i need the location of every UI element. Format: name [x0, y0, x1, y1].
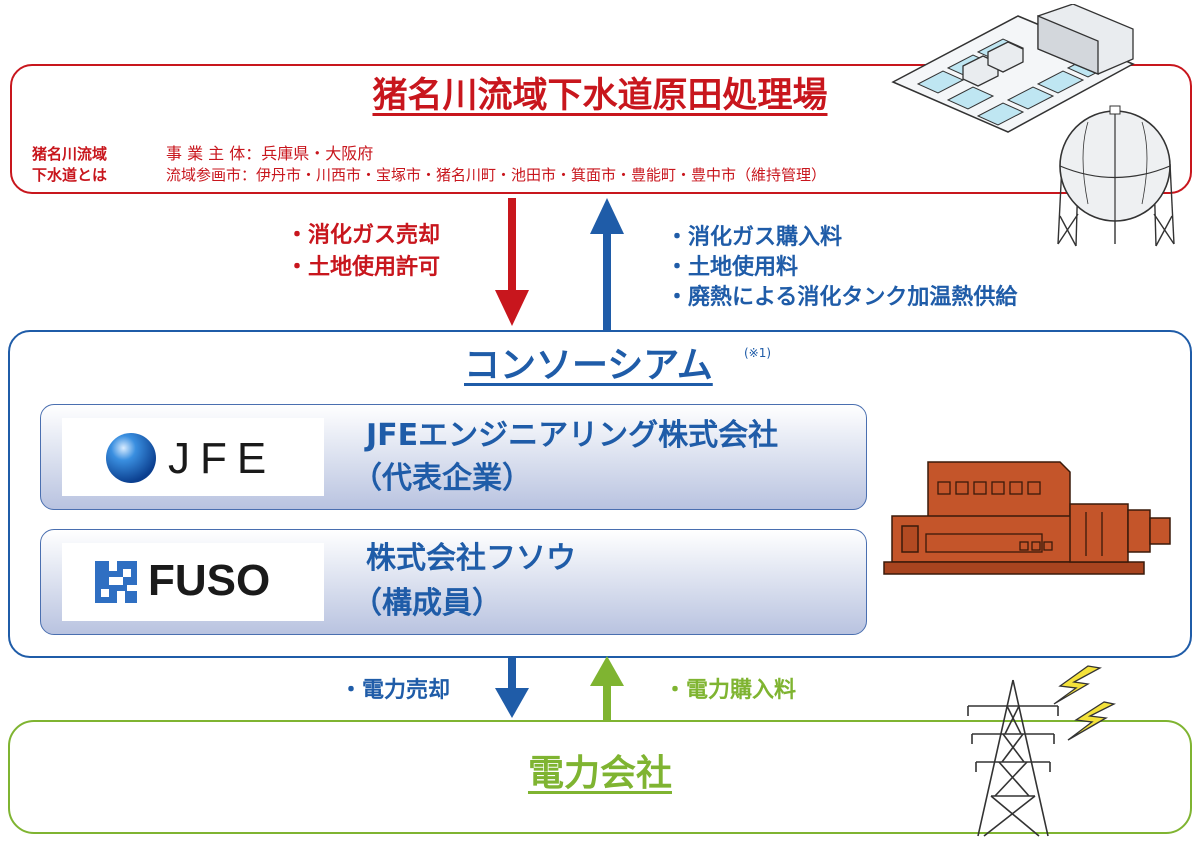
gas-fee-label: ・消化ガス購入料: [666, 225, 843, 250]
jfe-company-role: （代表企業）: [352, 461, 532, 496]
power-company-title: 電力会社: [527, 753, 672, 794]
heat-supply-label: ・廃熱による消化タンク加温熱供給: [666, 285, 1018, 310]
operator-text: 事 業 主 体：兵庫県・大阪府: [166, 144, 374, 163]
power-payment-up-arrow: [590, 656, 624, 722]
land-fee-label: ・土地使用料: [666, 255, 799, 280]
power-company-box: [8, 720, 1192, 834]
consortium-title: コンソーシアム: [464, 345, 713, 386]
power-tower-icon: [967, 679, 1059, 837]
power-fee-label: ・電力購入料: [664, 678, 797, 703]
consortium-note: (※1): [744, 346, 772, 360]
gas-holder-icon: [1057, 105, 1175, 247]
jfe-logo-panel: [62, 418, 324, 496]
sewage-plant-title: 猪名川流域下水道原田処理場: [372, 76, 828, 116]
fuso-company-name: 株式会社フソウ: [366, 541, 576, 576]
lightning-icon: [1053, 665, 1116, 741]
intro-label-line2: 下水道とは: [32, 166, 108, 184]
fuso-company-role: （構成員）: [352, 586, 502, 621]
jfe-company-name: JFEエンジニアリング株式会社: [366, 418, 779, 453]
jfe-sphere-logo: [106, 433, 156, 483]
jfe-logo-text: JFE: [168, 434, 277, 483]
intro-label-line1: 猪名川流域: [32, 145, 108, 163]
fuso-mark-logo: [95, 561, 137, 603]
treatment-plant-icon: [891, 4, 1135, 133]
power-sale-down-arrow: [495, 656, 529, 718]
gas-sale-label: ・消化ガス売却: [286, 223, 441, 248]
fuso-logo-text: FUSO: [148, 556, 271, 605]
power-sale-label: ・電力売却: [340, 678, 451, 703]
gas-sale-down-arrow: [495, 198, 529, 326]
participants-text: 流域参画市：伊丹市・川西市・宝塚市・猪名川町・池田市・箕面市・豊能町・豊中市（維…: [166, 166, 827, 184]
gas-payment-up-arrow: [590, 198, 624, 330]
generator-engine-icon: [883, 461, 1171, 575]
land-permit-label: ・土地使用許可: [286, 255, 441, 280]
